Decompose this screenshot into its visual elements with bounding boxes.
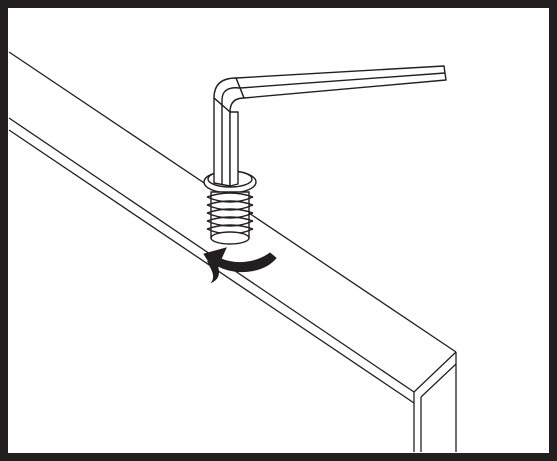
hex-key xyxy=(213,65,447,187)
rotation-arrow xyxy=(203,247,277,284)
